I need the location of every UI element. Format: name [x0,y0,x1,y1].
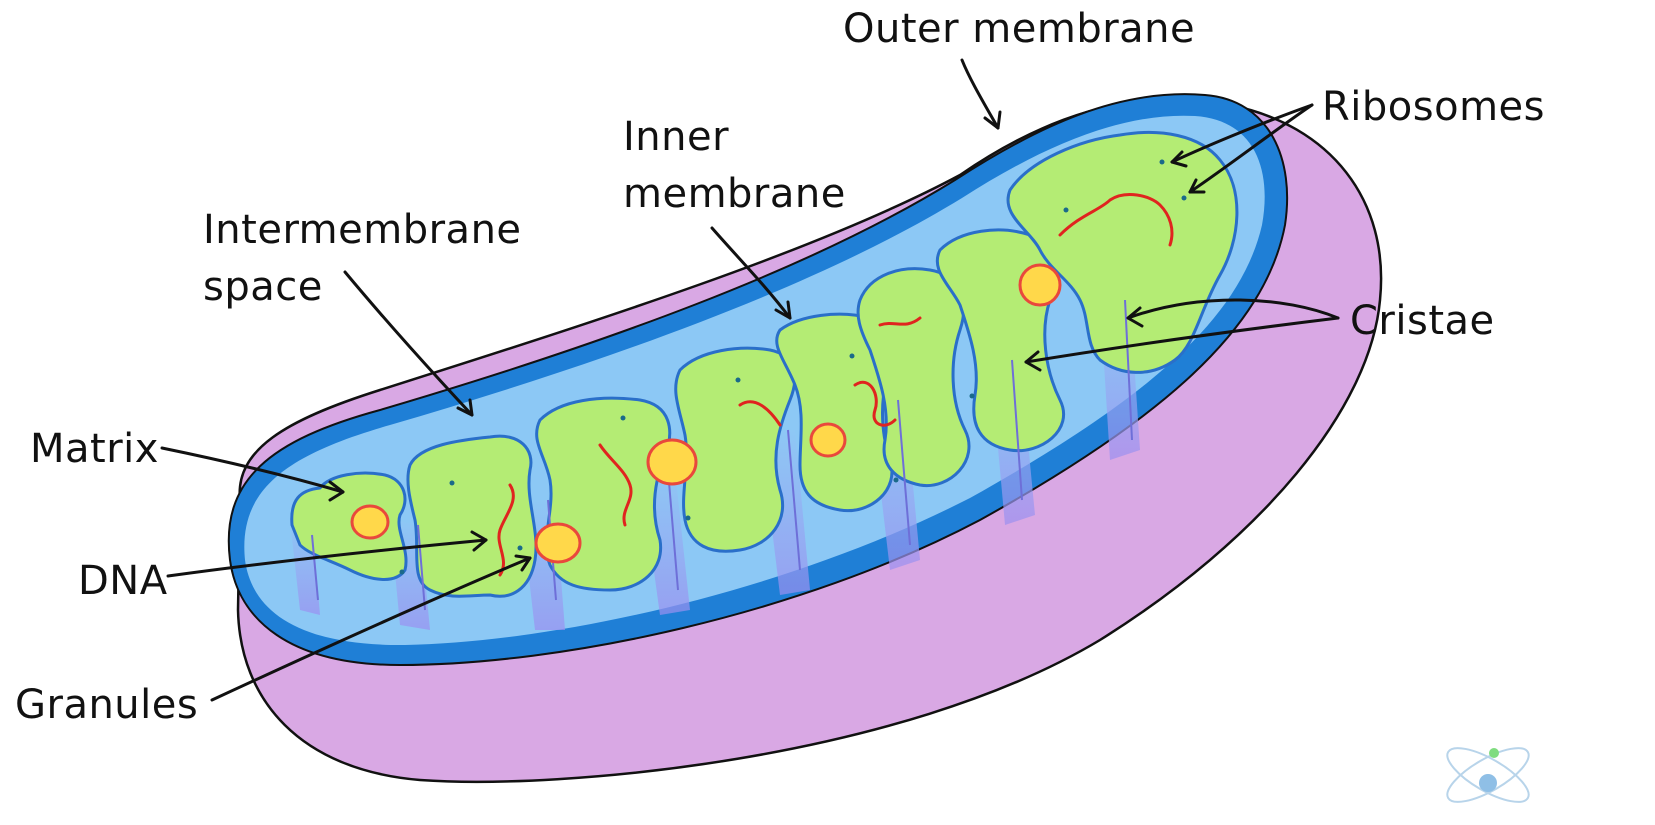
ribosome [450,481,455,486]
ribosome [1182,196,1187,201]
ribosome [1160,160,1165,165]
ribosome [400,570,405,575]
ribosome [1064,208,1069,213]
arrow-outer-membrane [962,60,998,128]
granule [352,506,388,538]
atom-nucleus [1479,774,1497,792]
ribosome [970,394,975,399]
ribosome [518,546,523,551]
granule [1020,265,1060,305]
atom-logo [1440,738,1536,812]
ribosome [736,378,741,383]
label-cristae: Cristae [1350,298,1495,344]
ribosome [686,516,691,521]
granule [648,440,696,484]
ribosome [894,478,899,483]
granule [536,524,580,562]
ribosome [850,354,855,359]
label-dna: DNA [78,558,168,604]
matrix-lobe [408,436,536,596]
label-granules: Granules [15,682,198,728]
ribosome [621,416,626,421]
label-inner-membrane-line1: Inner [623,114,729,160]
granule [811,424,845,456]
label-inner-membrane-line2: membrane [623,171,846,217]
label-outer-membrane: Outer membrane [843,6,1195,52]
atom-electron [1489,748,1499,758]
label-intermembrane-line1: Intermembrane [203,207,522,253]
label-matrix: Matrix [30,426,159,472]
label-intermembrane-line2: space [203,264,323,310]
label-ribosomes: Ribosomes [1322,84,1545,130]
